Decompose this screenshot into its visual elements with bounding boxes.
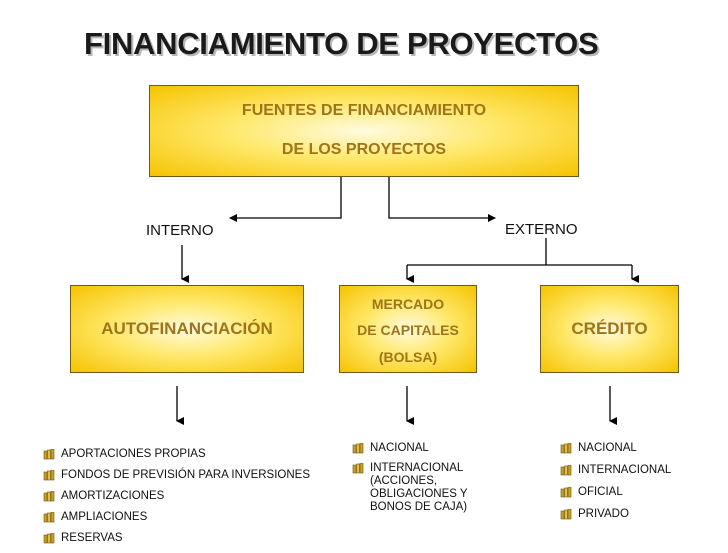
credit-item: OFICIAL — [560, 486, 671, 499]
book-stack-icon — [560, 486, 572, 498]
credit-item-text: INTERNACIONAL — [578, 464, 672, 476]
capital-market-item-text: NACIONAL — [370, 442, 429, 454]
book-stack-icon — [43, 469, 55, 481]
credit-item-text: OFICIAL — [578, 486, 623, 498]
connector-to-internal — [229, 177, 342, 222]
capital-market-item: NACIONAL — [352, 442, 468, 455]
credit-item: PRIVADO — [560, 508, 671, 521]
self-financing-list: APORTACIONES PROPIAS FONDOS DE PREVISIÓN … — [43, 448, 310, 553]
self-financing-item: FONDOS DE PREVISIÓN PARA INVERSIONES — [43, 469, 310, 482]
credit-label: CRÉDITO — [571, 319, 648, 338]
capital-market-line3: (BOLSA) — [378, 349, 438, 365]
credit-box: CRÉDITO — [540, 285, 679, 373]
capital-market-line2: DE CAPITALES — [357, 322, 459, 338]
page-title: FINANCIAMIENTO DE PROYECTOS — [84, 26, 599, 61]
credit-item: NACIONAL — [560, 442, 671, 455]
capital-market-line1: MERCADO — [371, 296, 445, 312]
book-stack-icon — [560, 508, 572, 520]
credit-list: NACIONAL INTERNACIONAL OFICIAL PRIVADO — [560, 442, 671, 530]
financing-sources-line2: DE LOS PROYECTOS — [281, 141, 447, 158]
credit-item-text: NACIONAL — [578, 442, 637, 454]
self-financing-item: APORTACIONES PROPIAS — [43, 448, 310, 461]
financing-sources-line1: FUENTES DE FINANCIAMIENTO — [241, 102, 487, 119]
self-financing-item: RESERVAS — [43, 532, 310, 545]
self-financing-item: AMPLIACIONES — [43, 511, 310, 524]
internal-label: INTERNO — [146, 222, 214, 239]
connector-to-external — [388, 177, 496, 222]
book-stack-icon — [43, 532, 55, 544]
book-stack-icon — [43, 490, 55, 502]
self-financing-box: AUTOFINANCIACIÓN — [70, 285, 304, 373]
book-stack-icon — [352, 462, 364, 474]
external-label: EXTERNO — [505, 221, 578, 238]
book-stack-icon — [43, 511, 55, 523]
book-stack-icon — [560, 442, 572, 454]
credit-item-text: PRIVADO — [578, 508, 629, 520]
self-financing-label: AUTOFINANCIACIÓN — [101, 319, 273, 338]
self-financing-item-text: AMORTIZACIONES — [61, 490, 165, 502]
book-stack-icon — [352, 442, 364, 454]
self-financing-item-text: FONDOS DE PREVISIÓN PARA INVERSIONES — [61, 469, 311, 481]
capital-market-box: MERCADO DE CAPITALES (BOLSA) — [339, 285, 477, 373]
capital-market-item: INTERNACIONAL (ACCIONES, OBLIGACIONES Y … — [352, 462, 468, 514]
self-financing-item-text: APORTACIONES PROPIAS — [61, 448, 206, 460]
capital-market-item-text: INTERNACIONAL (ACCIONES, OBLIGACIONES Y … — [370, 462, 468, 513]
financing-sources-box: FUENTES DE FINANCIAMIENTO DE LOS PROYECT… — [149, 85, 579, 177]
book-stack-icon — [43, 448, 55, 460]
self-financing-item: AMORTIZACIONES — [43, 490, 310, 503]
credit-item: INTERNACIONAL — [560, 464, 671, 477]
capital-market-list: NACIONAL INTERNACIONAL (ACCIONES, OBLIGAC… — [352, 442, 468, 521]
self-financing-item-text: AMPLIACIONES — [61, 511, 148, 523]
self-financing-item-text: RESERVAS — [61, 532, 123, 544]
book-stack-icon — [560, 464, 572, 476]
